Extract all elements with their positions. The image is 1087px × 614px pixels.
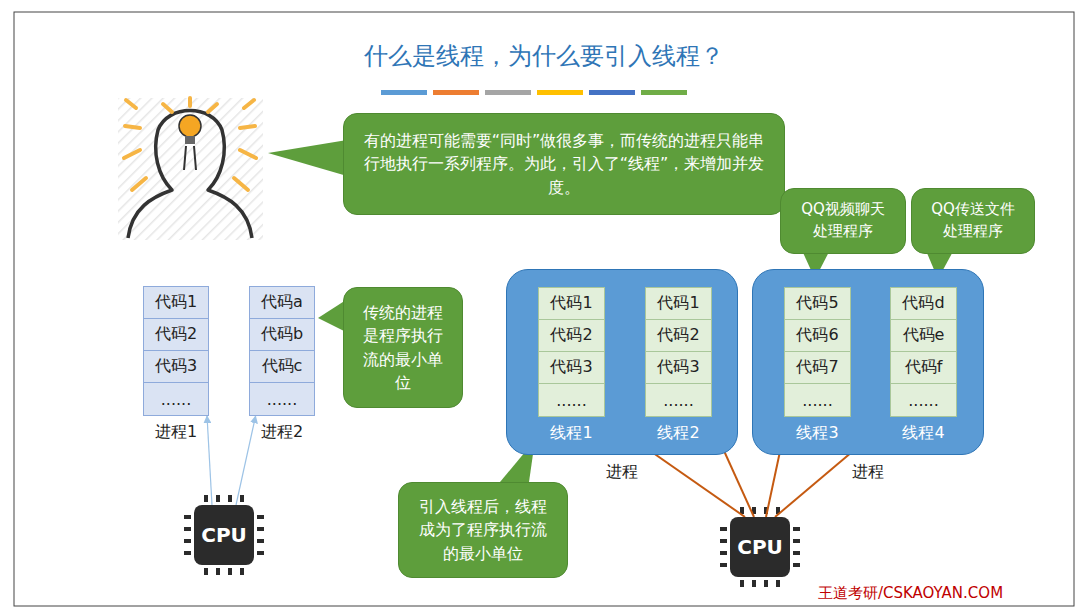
diagram-title: 什么是线程，为什么要引入线程？ <box>0 40 1087 72</box>
thread-stack: 线程2代码1代码2代码3...... <box>645 287 712 417</box>
code-cell: 代码f <box>890 351 957 384</box>
code-cell: 代码e <box>890 319 957 352</box>
node-text: 代码2 <box>657 325 699 346</box>
node-text: 代码c <box>262 356 303 377</box>
node-text: 代码1 <box>550 293 592 314</box>
thread-stack: 线程1代码1代码2代码3...... <box>538 287 605 417</box>
node-text: 代码f <box>905 357 943 378</box>
callout-bubble: QQ视频聊天处理程序 <box>780 188 906 254</box>
callout-bubble: 引入线程后，线程成为了程序执行流的最小单位 <box>398 482 568 578</box>
code-cell: 代码1 <box>143 286 209 319</box>
node-text: 代码d <box>902 293 944 314</box>
node-label: 进程2 <box>225 422 339 443</box>
node-text: 代码5 <box>796 293 838 314</box>
code-cell: ...... <box>890 383 957 417</box>
node-text: 代码2 <box>155 324 197 345</box>
callout-bubble: 传统的进程是程序执行流的最小单位 <box>343 287 463 408</box>
idea-person-illustration <box>118 98 263 240</box>
node-text: ...... <box>663 391 694 410</box>
code-cell: 代码a <box>249 286 315 319</box>
code-cell: 代码2 <box>538 319 605 352</box>
process-stack: 进程1代码1代码2代码3...... <box>143 286 209 416</box>
node-text: 代码3 <box>657 357 699 378</box>
node-text: 代码7 <box>796 357 838 378</box>
node-label: 进程 <box>507 462 737 483</box>
node-text: ...... <box>161 390 192 409</box>
node-text: 代码6 <box>796 325 838 346</box>
node-label: 进程 <box>753 462 983 483</box>
code-cell: 代码7 <box>784 351 851 384</box>
node-text: 有的进程可能需要“同时”做很多事，而传统的进程只能串行地执行一系列程序。为此，引… <box>360 129 768 199</box>
code-cell: 代码3 <box>143 350 209 383</box>
node-text: 传统的进程是程序执行流的最小单位 <box>360 301 446 394</box>
arrow-connector <box>207 416 212 505</box>
node-label: 线程1 <box>514 423 629 444</box>
node-text: 代码2 <box>550 325 592 346</box>
code-cell: ...... <box>784 383 851 417</box>
code-cell: 代码3 <box>538 351 605 384</box>
code-cell: ...... <box>538 383 605 417</box>
code-cell: ...... <box>143 382 209 416</box>
callout-bubble: 有的进程可能需要“同时”做很多事，而传统的进程只能串行地执行一系列程序。为此，引… <box>343 113 785 215</box>
node-text: CPU <box>201 523 247 547</box>
code-cell: 代码1 <box>645 287 712 320</box>
node-text: ...... <box>908 391 939 410</box>
title-bars <box>381 90 687 95</box>
node-text: CPU <box>737 535 783 559</box>
node-label: 进程1 <box>119 422 233 443</box>
watermark: 王道考研/CSKAOYAN.COM <box>818 584 1003 603</box>
node-text: 引入线程后，线程成为了程序执行流的最小单位 <box>415 495 551 565</box>
thread-stack: 线程3代码5代码6代码7...... <box>784 287 851 417</box>
node-text: 代码a <box>261 292 303 313</box>
node-text: 代码e <box>903 325 945 346</box>
code-cell: ...... <box>645 383 712 417</box>
node-text: ...... <box>802 391 833 410</box>
process-stack: 进程2代码a代码b代码c...... <box>249 286 315 416</box>
node-label: 线程3 <box>760 423 875 444</box>
process-box: 进程线程3代码5代码6代码7......线程4代码d代码e代码f...... <box>752 269 984 455</box>
code-cell: ...... <box>249 382 315 416</box>
code-cell: 代码2 <box>645 319 712 352</box>
cpu-chip: CPU <box>730 517 790 577</box>
callout-bubble: QQ传送文件处理程序 <box>911 188 1035 254</box>
node-text: 代码b <box>261 324 303 345</box>
node-text: 代码1 <box>657 293 699 314</box>
code-cell: 代码b <box>249 318 315 351</box>
code-cell: 代码1 <box>538 287 605 320</box>
node-text: ...... <box>267 390 298 409</box>
cpu-chip: CPU <box>194 505 254 565</box>
code-cell: 代码5 <box>784 287 851 320</box>
node-text: ...... <box>556 391 587 410</box>
node-text: QQ传送文件处理程序 <box>928 199 1018 243</box>
arrow-connector <box>236 416 256 505</box>
node-label: 线程2 <box>621 423 736 444</box>
thread-stack: 线程4代码d代码e代码f...... <box>890 287 957 417</box>
process-box: 进程线程1代码1代码2代码3......线程2代码1代码2代码3...... <box>506 269 738 455</box>
code-cell: 代码2 <box>143 318 209 351</box>
node-text: 代码3 <box>550 357 592 378</box>
code-cell: 代码3 <box>645 351 712 384</box>
code-cell: 代码6 <box>784 319 851 352</box>
node-text: 代码3 <box>155 356 197 377</box>
node-label: 线程4 <box>866 423 981 444</box>
code-cell: 代码c <box>249 350 315 383</box>
node-text: 代码1 <box>155 292 197 313</box>
page-frame <box>14 12 1074 606</box>
node-text: QQ视频聊天处理程序 <box>797 199 889 243</box>
code-cell: 代码d <box>890 287 957 320</box>
